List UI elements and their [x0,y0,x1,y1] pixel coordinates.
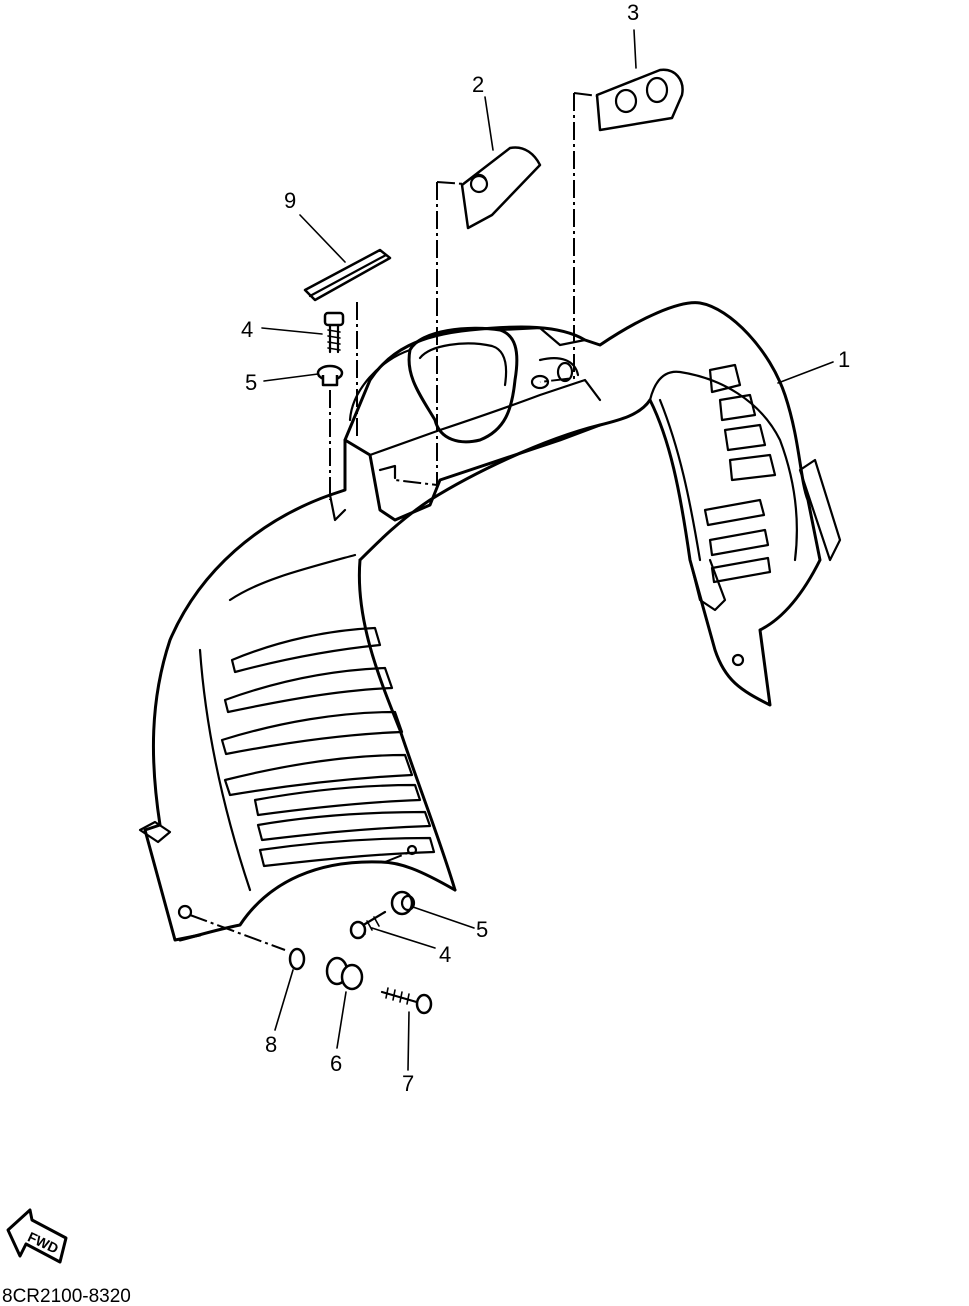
callout-numbers: 1 2 3 4 4 5 5 6 7 8 9 [241,0,850,1096]
assembly-lines [189,92,599,951]
callout-9: 9 [284,188,296,213]
grommet-5-upper [316,364,344,387]
screw-4-lower [349,910,387,940]
callout-4-upper: 4 [241,317,253,342]
fwd-arrow-icon: FWD [6,1208,68,1264]
grommet-5-lower [390,890,416,916]
leader-lines [261,29,834,1071]
callout-1: 1 [838,347,850,372]
callout-6: 6 [330,1051,342,1076]
screw-4-upper [323,311,345,354]
plate-3 [595,68,684,132]
callout-4-lower: 4 [439,942,451,967]
callout-5-lower: 5 [476,917,488,942]
callout-3: 3 [627,0,639,25]
strip-9 [303,248,392,302]
front-inner-panel [138,301,842,942]
callout-5-upper: 5 [245,370,257,395]
screw-7 [380,987,433,1015]
collar-6 [325,956,364,991]
callout-7: 7 [402,1071,414,1096]
bracket-2 [460,146,542,230]
diagram-code: 8CR2100-8320 [2,1286,131,1306]
washer-8 [288,947,306,971]
callout-2: 2 [472,72,484,97]
callout-8: 8 [265,1032,277,1057]
